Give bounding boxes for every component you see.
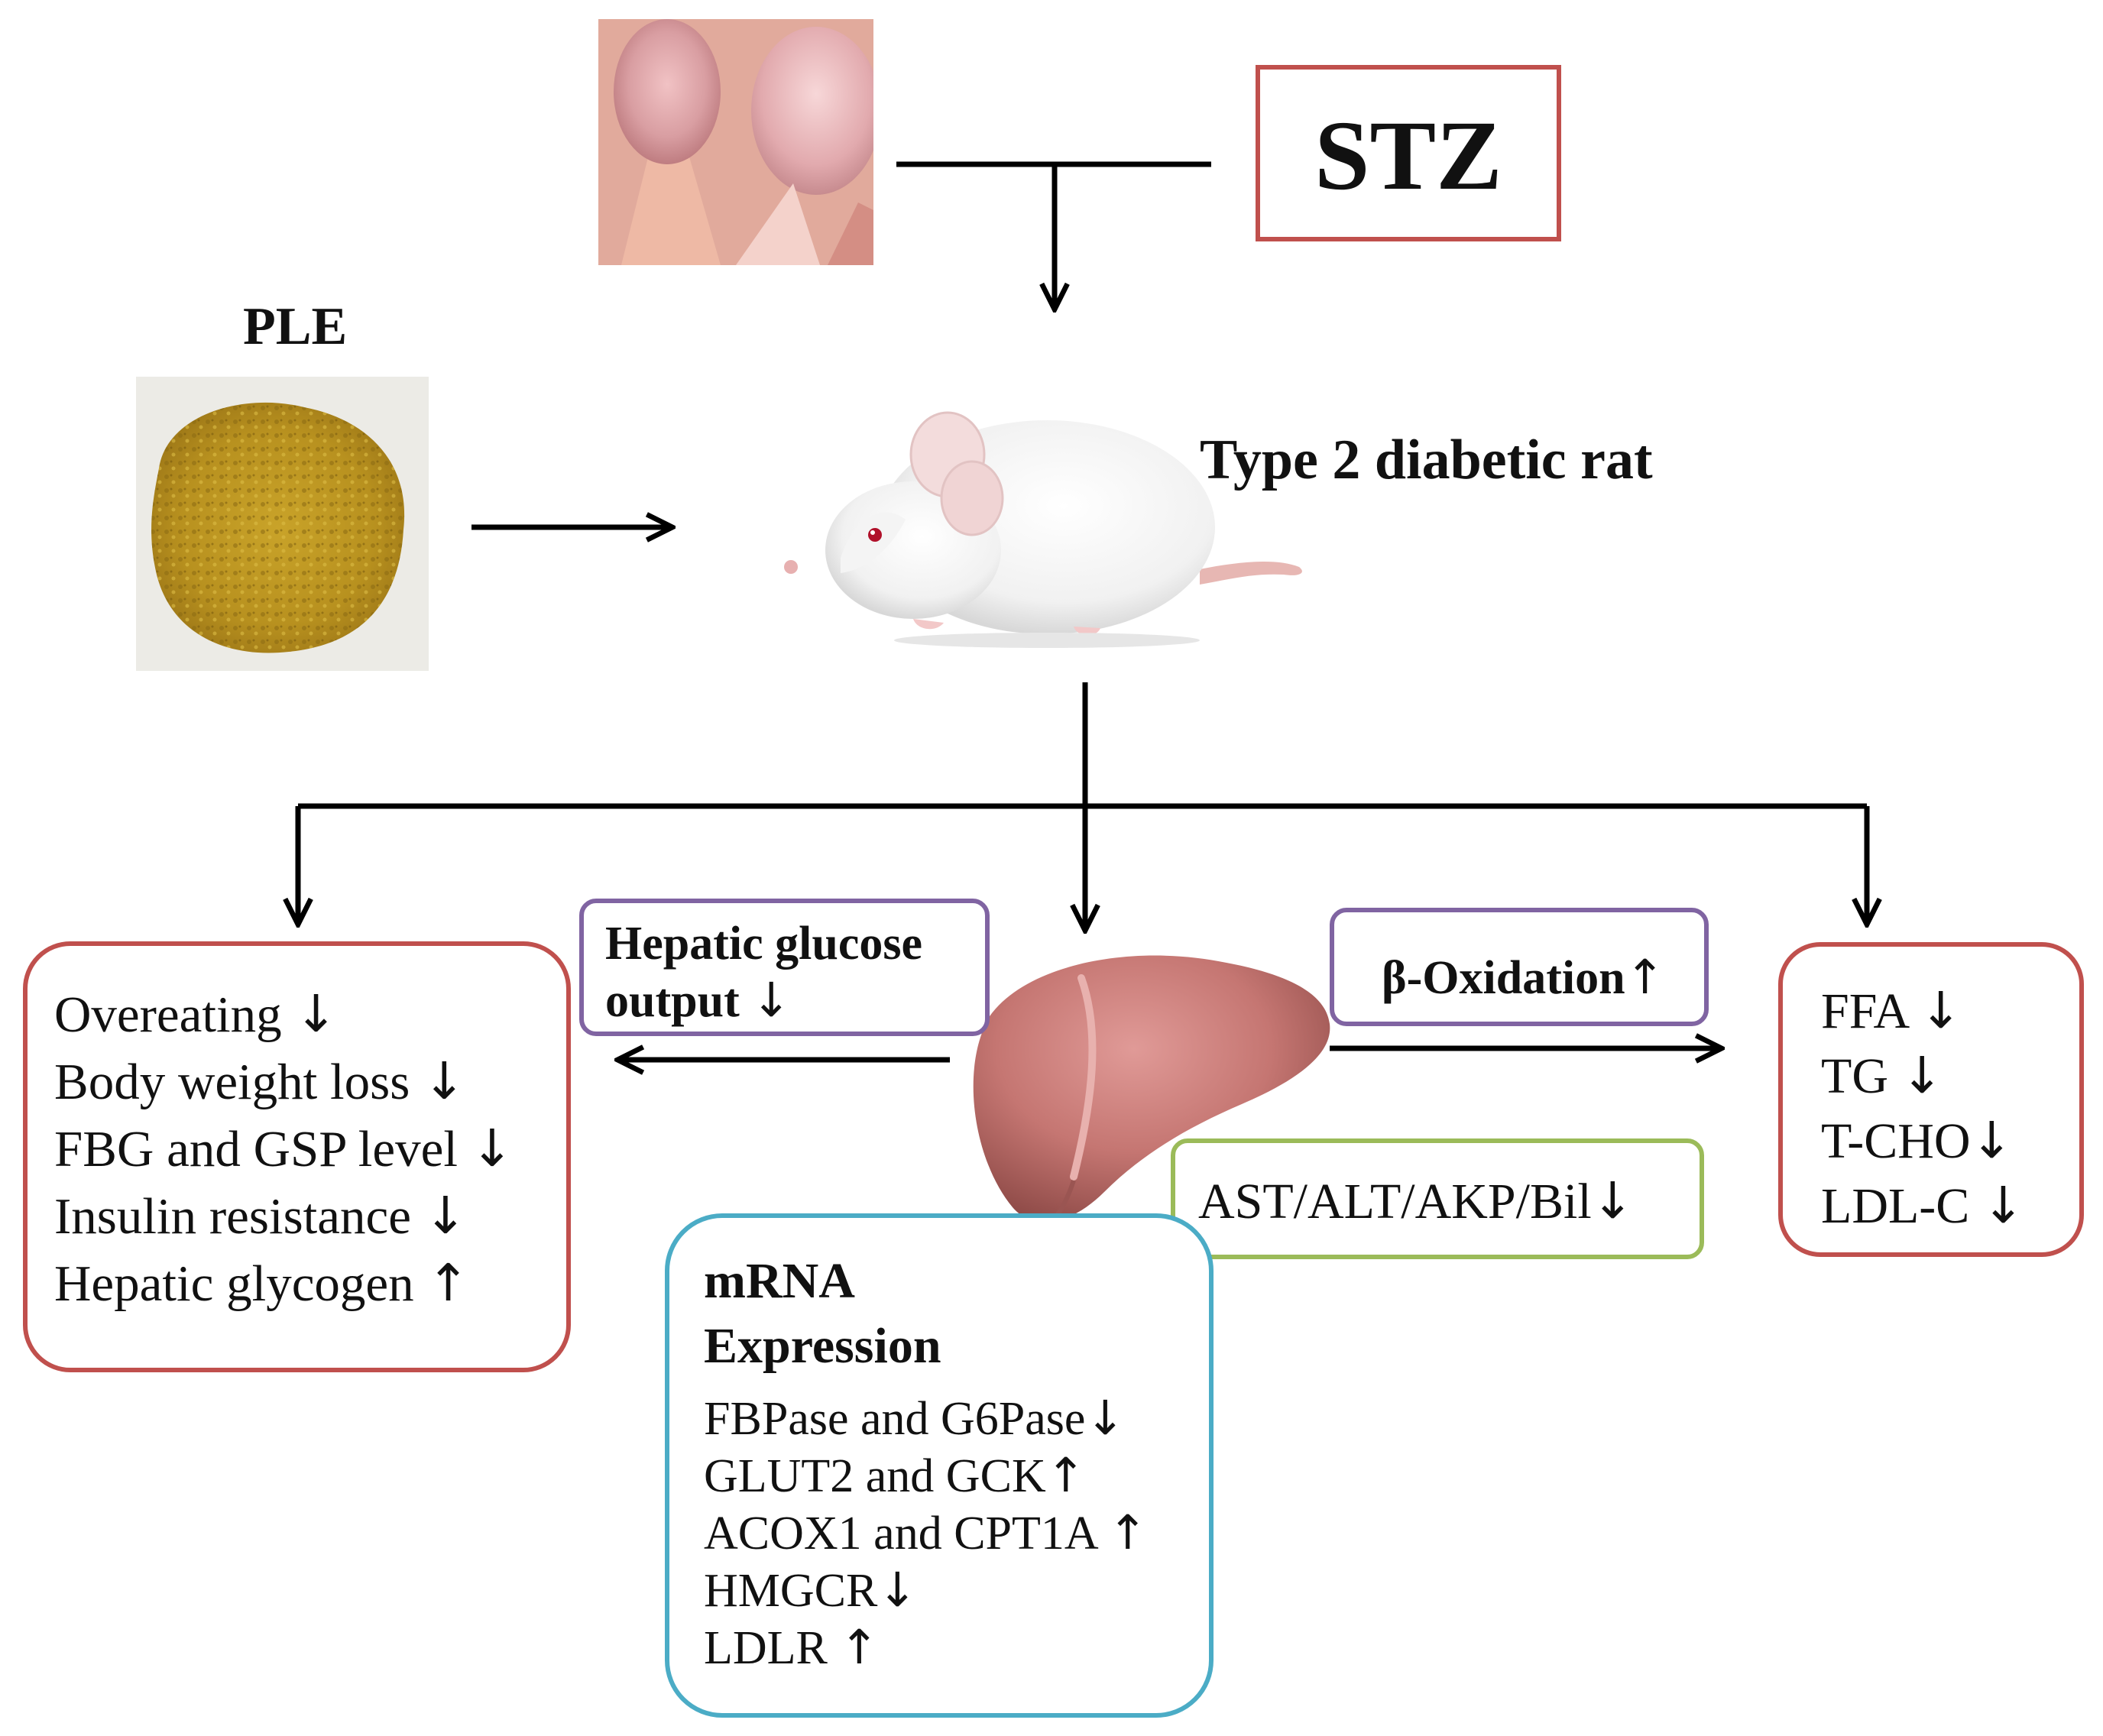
beta-oxidation-box: β-Oxidation↑: [1330, 908, 1709, 1026]
list-item: GLUT2 and GCK↑: [704, 1447, 1086, 1503]
list-item: Overeating ↓: [54, 984, 338, 1044]
hepatic-glucose-output-box: Hepatic glucose output ↓: [579, 899, 990, 1036]
beta-oxidation-label: β-Oxidation↑: [1382, 949, 1665, 1005]
mrna-title-line1: mRNA: [704, 1253, 855, 1309]
mrna-title-line2: Expression: [704, 1318, 941, 1374]
pancreas-tissue-photo: [598, 19, 873, 265]
list-item: LDL-C ↓: [1821, 1176, 2025, 1235]
list-item: Hepatic glycogen ↑: [54, 1253, 470, 1313]
liver-enzymes-label: AST/ALT/AKP/Bil↓: [1198, 1171, 1634, 1230]
list-item: T-CHO↓: [1821, 1111, 2013, 1170]
ple-label: PLE: [243, 297, 348, 356]
list-item: ACOX1 and CPT1A ↑: [704, 1504, 1148, 1560]
list-item: TG ↓: [1821, 1046, 1943, 1105]
list-item: Body weight loss ↓: [54, 1051, 466, 1111]
ple-powder-photo: [136, 377, 429, 671]
list-item: FBPase and G6Pase↓: [704, 1390, 1126, 1446]
hepatic-output-line2: output ↓: [605, 972, 792, 1028]
list-item: FFA ↓: [1821, 981, 1962, 1040]
rat-label: Type 2 diabetic rat: [1200, 429, 1653, 491]
stz-label: STZ: [1314, 101, 1502, 211]
list-item: FBG and GSP level ↓: [54, 1119, 514, 1178]
list-item: HMGCR↓: [704, 1562, 918, 1618]
list-item: LDLR ↑: [704, 1619, 880, 1675]
mrna-expression-box: mRNA Expression FBPase and G6Pase↓ GLUT2…: [665, 1213, 1214, 1718]
hepatic-output-line1: Hepatic glucose: [605, 918, 922, 970]
white-rat-illustration: [772, 390, 1307, 649]
list-item: Insulin resistance ↓: [54, 1186, 467, 1245]
stz-box: STZ: [1256, 65, 1561, 241]
liver-enzymes-box: AST/ALT/AKP/Bil↓: [1171, 1138, 1704, 1259]
glucose-outcomes-box: Overeating ↓ Body weight loss ↓ FBG and …: [23, 941, 571, 1372]
lipid-outcomes-box: FFA ↓ TG ↓ T-CHO↓ LDL-C ↓: [1778, 942, 2084, 1257]
